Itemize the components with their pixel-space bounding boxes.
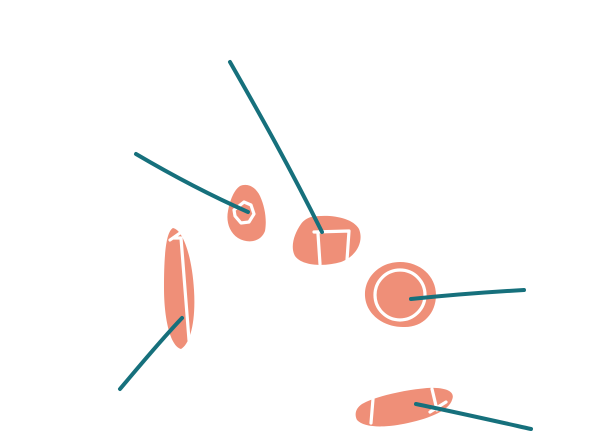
pointer-line (134, 152, 250, 214)
pointer-line (228, 60, 324, 234)
leaf-shape (164, 228, 195, 349)
leaf-mark (168, 231, 191, 342)
oval-body (355, 387, 453, 427)
pointer-line (414, 402, 533, 431)
round-shape (364, 262, 436, 328)
pointer-lines (118, 60, 533, 431)
bean-mark (312, 229, 351, 266)
pointer-line (118, 316, 184, 391)
round-ring (373, 268, 427, 322)
pointer-line (409, 288, 526, 301)
bean-body (292, 215, 361, 265)
bean-shape (292, 215, 361, 266)
heart-mark (232, 200, 256, 225)
